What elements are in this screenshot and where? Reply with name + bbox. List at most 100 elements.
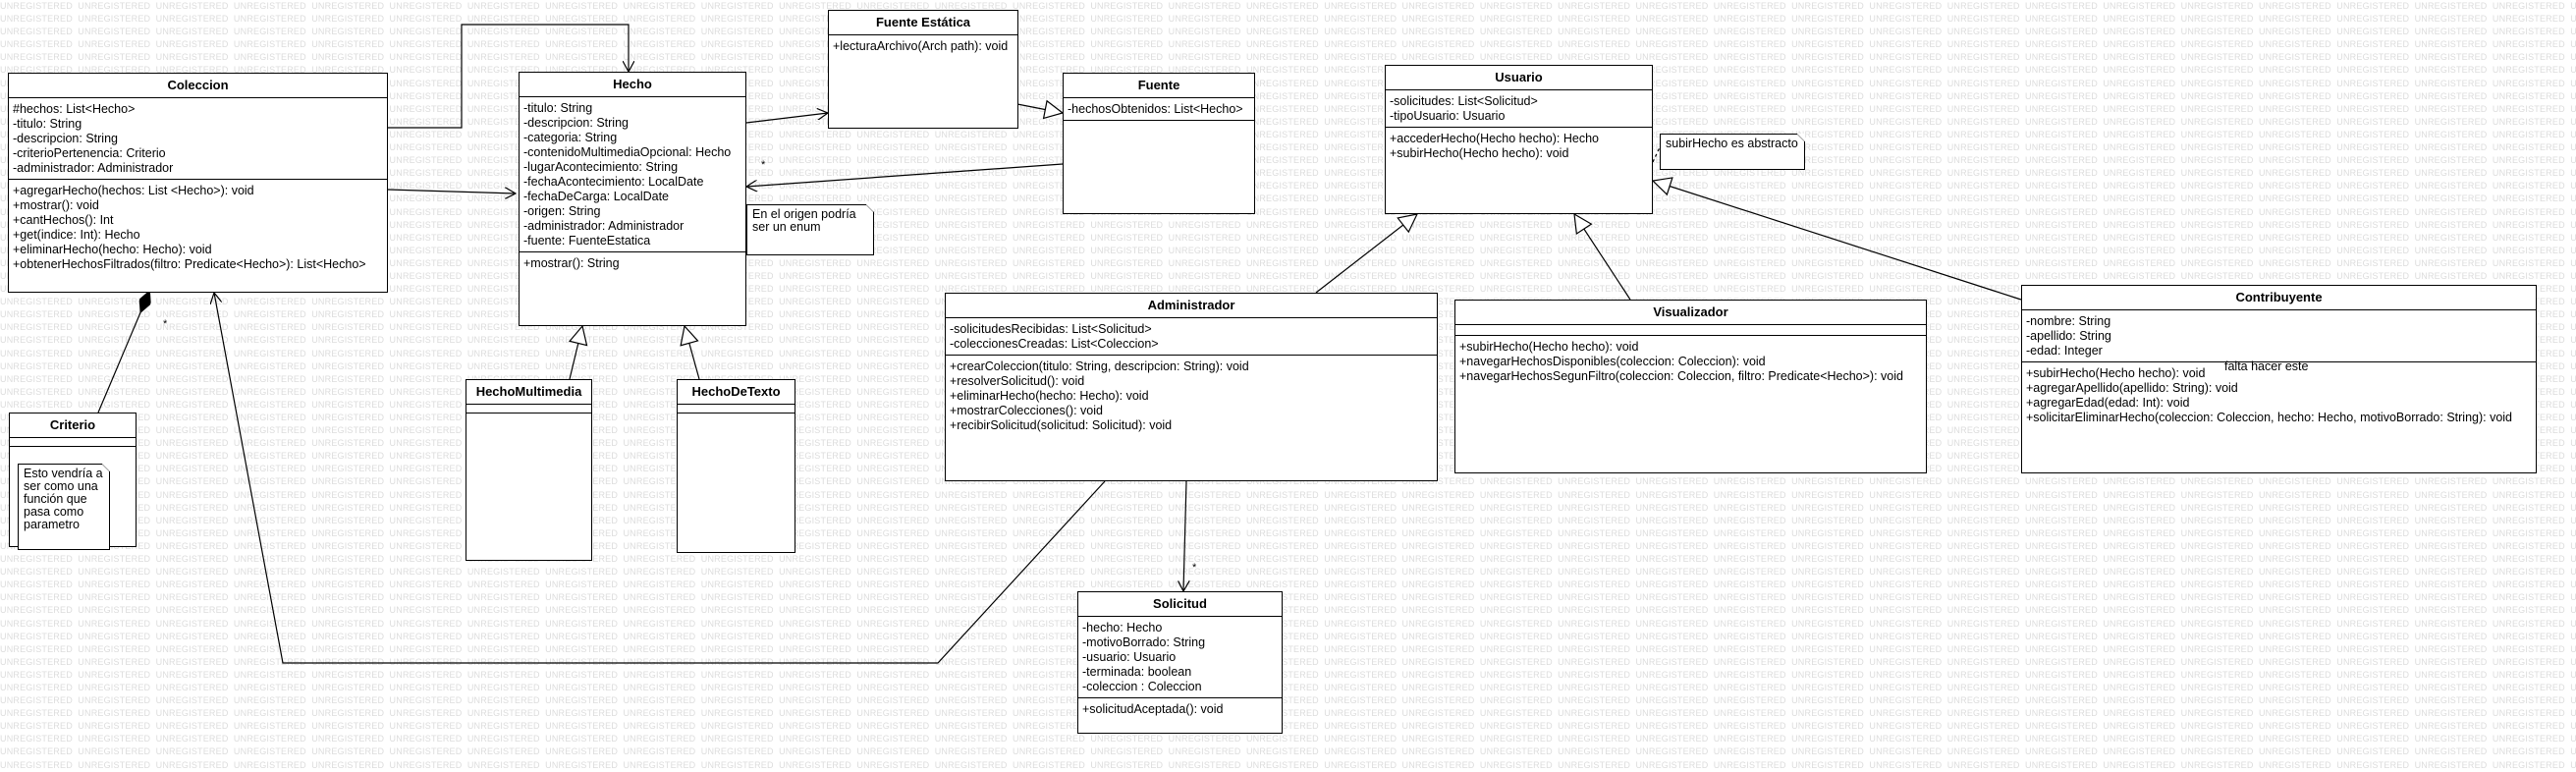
class-administrador[interactable]: Administrador -solicitudesRecibidas: Lis… <box>945 293 1438 481</box>
class-title: Criterio <box>10 414 136 438</box>
attribute: -hechosObtenidos: List<Hecho> <box>1068 102 1243 116</box>
operation: +eliminarHecho(hecho: Hecho): void <box>950 389 1149 403</box>
operation: +agregarHecho(hechos: List <Hecho>): voi… <box>13 184 254 197</box>
attribute: -hecho: Hecho <box>1082 621 1163 634</box>
attributes-compartment: -solicitudesRecibidas: List<Solicitud> -… <box>946 318 1437 356</box>
operations-compartment: +mostrar(): String <box>520 252 745 274</box>
operation: +agregarEdad(edad: Int): void <box>2026 396 2190 410</box>
class-title: Solicitud <box>1078 592 1282 617</box>
attribute: -fuente: FuenteEstatica <box>523 234 651 248</box>
attributes-compartment: -solicitudes: List<Solicitud> -tipoUsuar… <box>1386 90 1652 128</box>
operation: +navegarHechosDisponibles(coleccion: Col… <box>1459 355 1766 368</box>
class-title: Usuario <box>1386 66 1652 90</box>
attribute: -origen: String <box>523 204 601 218</box>
attribute: -criterioPertenencia: Criterio <box>13 146 166 160</box>
operation: +mostrarColecciones(): void <box>950 404 1103 417</box>
hechomultimedia-hecho-line <box>570 326 582 380</box>
administrador-coleccion-line <box>214 293 1106 664</box>
operations-compartment: +crearColeccion(titulo: String, descripc… <box>946 356 1437 436</box>
operation: +obtenerHechosFiltrados(filtro: Predicat… <box>13 257 366 271</box>
class-title: Fuente <box>1064 74 1254 98</box>
class-fuente-estatica[interactable]: Fuente Estática +lecturaArchivo(Arch pat… <box>828 10 1018 129</box>
operations-compartment: +subirHecho(Hecho hecho): void +navegarH… <box>1455 336 1926 387</box>
attribute: -titulo: String <box>13 117 82 131</box>
operations-compartment: +lecturaArchivo(Arch path): void <box>829 35 1017 57</box>
contribuyente-usuario-line <box>1653 181 2022 301</box>
multiplicity-coleccion-criterio: * <box>163 318 168 330</box>
operation: +mostrar(): String <box>523 256 620 270</box>
administrador-solicitud-line <box>1183 480 1186 591</box>
operation: +subirHecho(Hecho hecho): void <box>1459 340 1639 354</box>
class-hecho-multimedia[interactable]: HechoMultimedia <box>466 379 592 561</box>
class-usuario[interactable]: Usuario -solicitudes: List<Solicitud> -t… <box>1385 65 1653 214</box>
operation: +subirHecho(Hecho hecho): void <box>1390 146 1569 160</box>
hechodetexto-hecho-line <box>685 326 700 380</box>
attribute: -categoria: String <box>523 131 618 144</box>
attribute: -apellido: String <box>2026 329 2111 343</box>
class-title: Contribuyente <box>2022 286 2536 310</box>
attribute: -edad: Integer <box>2026 344 2103 358</box>
class-title: Visualizador <box>1455 301 1926 325</box>
operation: +lecturaArchivo(Arch path): void <box>833 39 1009 53</box>
administrador-usuario-line <box>1315 214 1417 294</box>
attribute: -descripcion: String <box>523 116 629 130</box>
criterio-coleccion-line <box>97 292 149 414</box>
attribute: -motivoBorrado: String <box>1082 635 1206 649</box>
attribute: -fechaDeCarga: LocalDate <box>523 190 669 203</box>
attribute: -coleccion : Coleccion <box>1082 680 1202 693</box>
attributes-compartment <box>10 438 136 447</box>
operation: +mostrar(): void <box>13 198 99 212</box>
operation: +crearColeccion(titulo: String, descripc… <box>950 359 1249 373</box>
operations-compartment: +solicitudAceptada(): void <box>1078 698 1282 720</box>
operation: +navegarHechosSegunFiltro(coleccion: Col… <box>1459 369 1903 383</box>
fuente-hecho-line <box>746 163 1064 187</box>
hecho-fuente-estatica-line <box>745 113 828 124</box>
note-anchor-subirhecho <box>1652 146 1661 163</box>
operations-compartment: +agregarHecho(hechos: List <Hecho>): voi… <box>9 180 387 275</box>
attribute: -nombre: String <box>2026 314 2111 328</box>
attributes-compartment <box>466 405 591 414</box>
note-criterio-funcion[interactable]: Esto vendría a ser como una función que … <box>18 464 110 550</box>
operation: +solicitudAceptada(): void <box>1082 702 1224 716</box>
class-title: HechoDeTexto <box>678 380 795 405</box>
multiplicity-admin-solicitud: * <box>1192 562 1197 574</box>
operation: +agregarApellido(apellido: String): void <box>2026 381 2238 395</box>
attribute: -fechaAcontecimiento: LocalDate <box>523 175 704 189</box>
class-contribuyente[interactable]: Contribuyente -nombre: String -apellido:… <box>2021 285 2537 473</box>
operation: +eliminarHecho(hecho: Hecho): void <box>13 243 212 256</box>
note-subirhecho-abstracto[interactable]: subirHecho es abstracto <box>1660 134 1805 170</box>
attribute: -usuario: Usuario <box>1082 650 1177 664</box>
class-visualizador[interactable]: Visualizador +subirHecho(Hecho hecho): v… <box>1454 300 1927 473</box>
coleccion-hecho-loop-line <box>388 24 629 129</box>
class-hecho-de-texto[interactable]: HechoDeTexto <box>677 379 795 553</box>
operation: +subirHecho(Hecho hecho): void <box>2026 366 2206 380</box>
attribute: -terminada: boolean <box>1082 665 1192 679</box>
attributes-compartment: -hecho: Hecho -motivoBorrado: String -us… <box>1078 617 1282 698</box>
class-fuente[interactable]: Fuente -hechosObtenidos: List<Hecho> <box>1063 73 1255 214</box>
operation: +recibirSolicitud(solicitud: Solicitud):… <box>950 418 1173 432</box>
free-text-falta-hacer: falta hacer este <box>2224 359 2309 373</box>
operation: +accederHecho(Hecho hecho): Hecho <box>1390 132 1599 145</box>
note-origen-enum[interactable]: En el origen podría ser un enum <box>746 204 874 255</box>
attribute: #hechos: List<Hecho> <box>13 102 136 116</box>
class-hecho[interactable]: Hecho -titulo: String -descripcion: Stri… <box>519 72 746 326</box>
attribute: -contenidoMultimediaOpcional: Hecho <box>523 145 732 159</box>
operation: +solicitarEliminarHecho(coleccion: Colec… <box>2026 411 2513 424</box>
attributes-compartment: -hechosObtenidos: List<Hecho> <box>1064 98 1254 121</box>
operation: +resolverSolicitud(): void <box>950 374 1085 388</box>
class-solicitud[interactable]: Solicitud -hecho: Hecho -motivoBorrado: … <box>1077 591 1283 734</box>
operation: +cantHechos(): Int <box>13 213 114 227</box>
operations-compartment: +subirHecho(Hecho hecho): void +agregarA… <box>2022 362 2536 428</box>
class-coleccion[interactable]: Coleccion #hechos: List<Hecho> -titulo: … <box>8 73 388 293</box>
operations-compartment: +accederHecho(Hecho hecho): Hecho +subir… <box>1386 128 1652 164</box>
attribute: -titulo: String <box>523 101 593 115</box>
visualizador-usuario-line <box>1574 214 1631 301</box>
attributes-compartment <box>1455 325 1926 336</box>
attribute: -coleccionesCreadas: List<Coleccion> <box>950 337 1159 351</box>
attribute: -tipoUsuario: Usuario <box>1390 109 1506 123</box>
attributes-compartment: -titulo: String -descripcion: String -ca… <box>520 97 745 252</box>
attributes-compartment <box>678 405 795 414</box>
attribute: -lugarAcontecimiento: String <box>523 160 679 174</box>
attributes-compartment: #hechos: List<Hecho> -titulo: String -de… <box>9 98 387 180</box>
